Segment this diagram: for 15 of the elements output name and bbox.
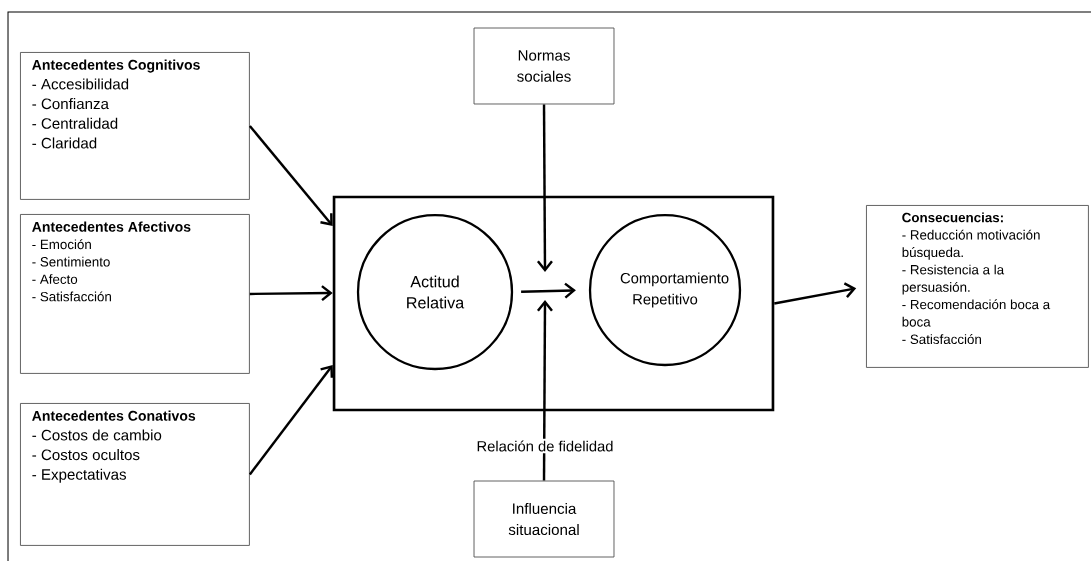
text-box: Antecedentes Conativos - Costos de cambio - Costos ocultos - Expectativas <box>20 403 250 546</box>
edge-label: Relación de fidelidad <box>474 438 616 454</box>
text-box: Influencia situacional <box>473 480 615 558</box>
text-box: Consecuencias: - Reducción motivación búsqueda. - Resistencia a la persuasión. - Recomendación boca a boca - Satisfacción <box>866 205 1089 368</box>
arrow <box>536 300 553 481</box>
arrow <box>521 282 576 299</box>
text-box: Antecedentes Afectivos - Emoción - Sentimiento - Afecto - Satisfacción <box>20 214 250 374</box>
arrow <box>248 125 333 226</box>
arrow <box>249 285 333 302</box>
arrow <box>536 104 553 272</box>
arrow <box>248 365 334 476</box>
text-box: Antecedentes Cognitivos - Accesibilidad - Confianza - Centralidad - Claridad <box>20 52 250 200</box>
group-box <box>332 195 775 412</box>
text-box: Normas sociales <box>473 27 615 105</box>
arrow <box>774 282 857 305</box>
